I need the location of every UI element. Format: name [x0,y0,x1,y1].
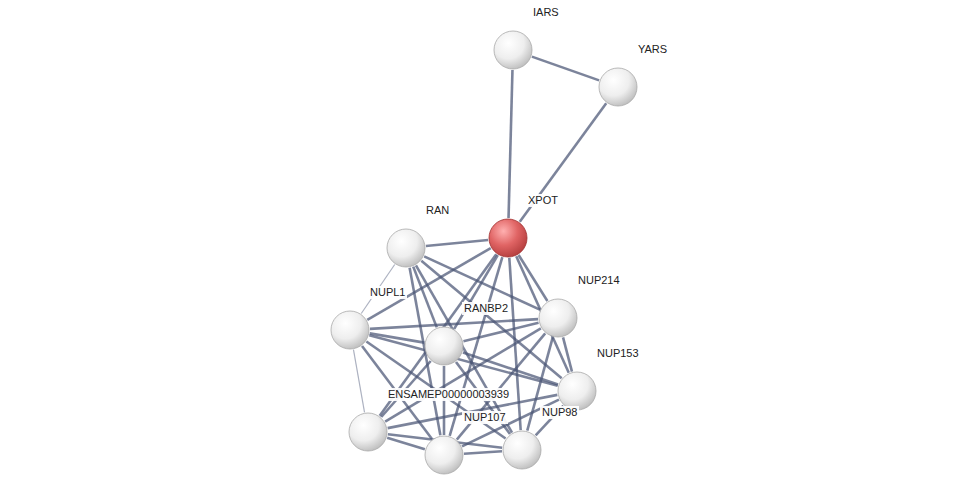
node-circle [330,310,370,350]
node-label: RAN [424,204,451,217]
interaction-edge [457,333,545,439]
interaction-edge [353,350,364,413]
interaction-edge [387,438,425,449]
node-circle [488,218,528,258]
node-label: ENSAMEP00000003939 [386,388,511,401]
protein-node: NUP107 [424,435,464,475]
interaction-edge [464,451,502,453]
node-label: NUP107 [462,411,508,424]
protein-node: NUP98 [502,430,542,470]
interaction-edge [369,335,557,386]
node-circle [538,298,578,338]
node-label: RANBP2 [462,302,510,315]
node-label: IARS [531,6,561,19]
interaction-edge [463,323,538,341]
protein-node: RANBP2 [424,326,464,366]
interaction-edge [532,57,599,81]
node-label: NUP214 [576,274,622,287]
node-label: XPOT [526,194,560,207]
interaction-edge [563,337,572,371]
interaction-edge [426,240,488,246]
node-circle [493,30,533,70]
node-ball [539,299,577,337]
protein-node: NUPL1 [330,310,370,350]
node-ball [503,431,541,469]
node-circle [424,326,464,366]
node-ball [349,413,387,451]
node-circle [386,228,426,268]
interaction-edge [509,70,513,218]
node-label: NUP98 [540,406,579,419]
protein-node: YARS [598,67,638,107]
protein-node: RAN [386,228,426,268]
node-ball [331,311,369,349]
protein-node: XPOT [488,218,528,258]
node-ball [425,327,463,365]
node-circle [598,67,638,107]
node-ball [599,68,637,106]
node-ball [558,372,596,410]
node-label: NUPL1 [368,286,407,299]
node-circle [348,412,388,452]
interaction-edge [370,319,538,329]
node-ball [387,229,425,267]
node-label: NUP153 [595,347,641,360]
protein-node: NUP214 [538,298,578,338]
node-label: YARS [636,43,669,56]
node-circle [502,430,542,470]
protein-node: NUP153 [557,371,597,411]
node-circle [557,371,597,411]
node-ball [494,31,532,69]
interaction-edge [520,103,606,222]
node-ball [489,219,527,257]
node-circle [424,435,464,475]
protein-node: IARS [493,30,533,70]
protein-node: ENSAMEP00000003939 [348,412,388,452]
node-ball [425,436,463,474]
